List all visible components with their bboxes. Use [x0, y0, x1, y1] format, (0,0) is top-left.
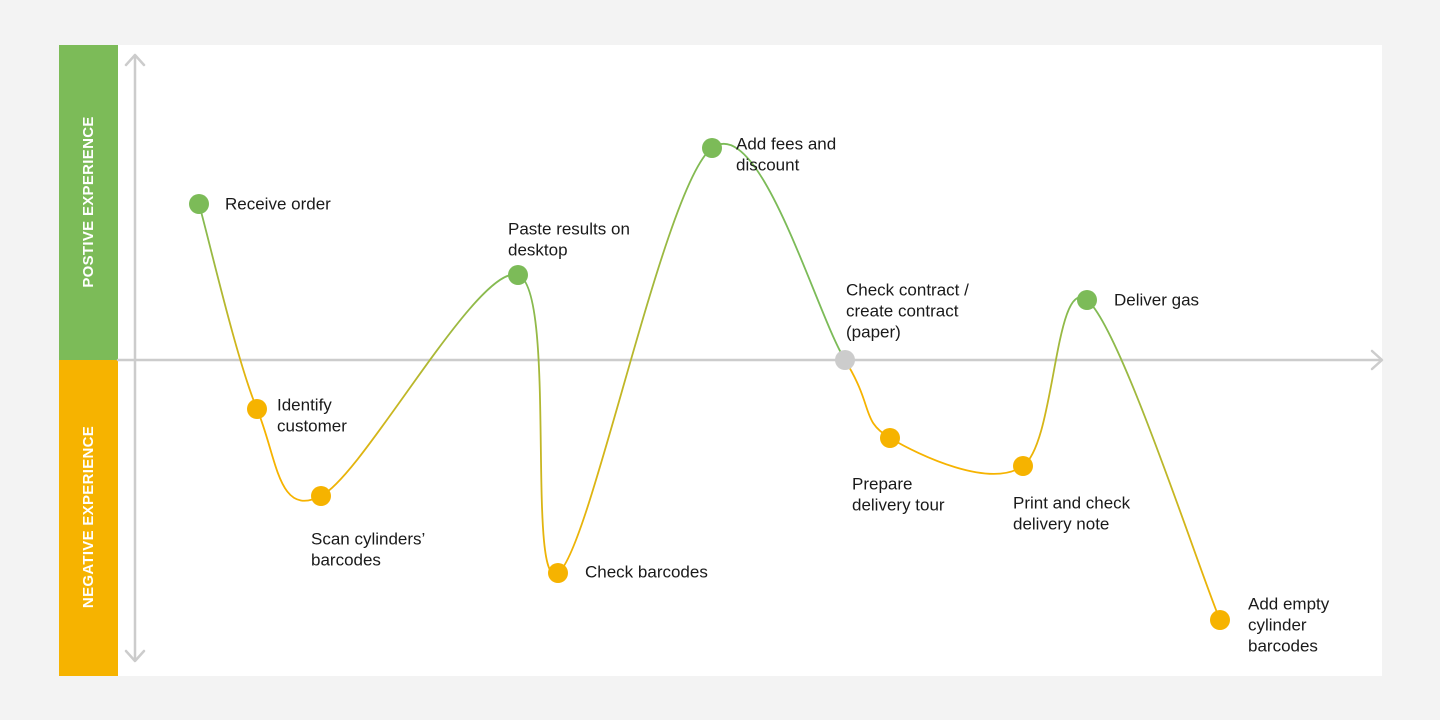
experience-point-negative: [1013, 456, 1033, 476]
curve-segment: [517, 274, 559, 575]
step-label: Identify: [277, 395, 332, 414]
step-label: Check barcodes: [585, 562, 708, 581]
step-label: Add fees and: [736, 134, 836, 153]
curve-segment: [256, 408, 322, 502]
experience-point-negative: [247, 399, 267, 419]
step-label: cylinder: [1248, 615, 1307, 634]
negative-band-label: NEGATIVE EXPERIENCE: [80, 426, 97, 608]
experience-point-neutral: [835, 350, 855, 370]
negative-band: [59, 360, 118, 676]
step-label: customer: [277, 416, 347, 435]
step-label: Scan cylinders’: [311, 529, 425, 548]
step-label: Check contract /: [846, 280, 969, 299]
experience-point-positive: [1077, 290, 1097, 310]
down-arrow-icon: [124, 649, 146, 663]
step-label: delivery tour: [852, 495, 945, 514]
curve-segment: [1086, 299, 1221, 621]
experience-points: [189, 138, 1230, 630]
step-label: desktop: [508, 240, 568, 259]
vertical-axis: [124, 53, 146, 663]
step-label: discount: [736, 155, 800, 174]
experience-curve: [198, 143, 1221, 621]
step-label: Deliver gas: [1114, 290, 1199, 309]
experience-point-negative: [880, 428, 900, 448]
step-label: Add empty: [1248, 594, 1330, 613]
step-label: barcodes: [1248, 636, 1318, 655]
positive-band-label: POSTIVE EXPERIENCE: [80, 116, 97, 287]
step-label: Receive order: [225, 194, 331, 213]
up-arrow-icon: [124, 53, 146, 67]
step-label: Print and check: [1013, 493, 1131, 512]
curve-segment: [320, 273, 519, 497]
curve-segment: [198, 203, 258, 410]
experience-point-positive: [702, 138, 722, 158]
step-label: delivery note: [1013, 514, 1109, 533]
step-label: barcodes: [311, 550, 381, 569]
step-label: create contract: [846, 301, 959, 320]
curve-segment: [557, 147, 713, 574]
step-label: (paper): [846, 322, 901, 341]
experience-point-negative: [548, 563, 568, 583]
curve-segment: [1022, 296, 1088, 467]
experience-point-positive: [189, 194, 209, 214]
curve-segment: [711, 143, 846, 361]
experience-point-negative: [1210, 610, 1230, 630]
curve-segment: [889, 437, 1024, 475]
horizontal-axis: [116, 349, 1384, 371]
step-label: Paste results on: [508, 219, 630, 238]
positive-band: [59, 45, 118, 360]
experience-point-positive: [508, 265, 528, 285]
right-arrow-icon: [1370, 349, 1384, 371]
experience-point-negative: [311, 486, 331, 506]
step-label: Prepare: [852, 474, 912, 493]
